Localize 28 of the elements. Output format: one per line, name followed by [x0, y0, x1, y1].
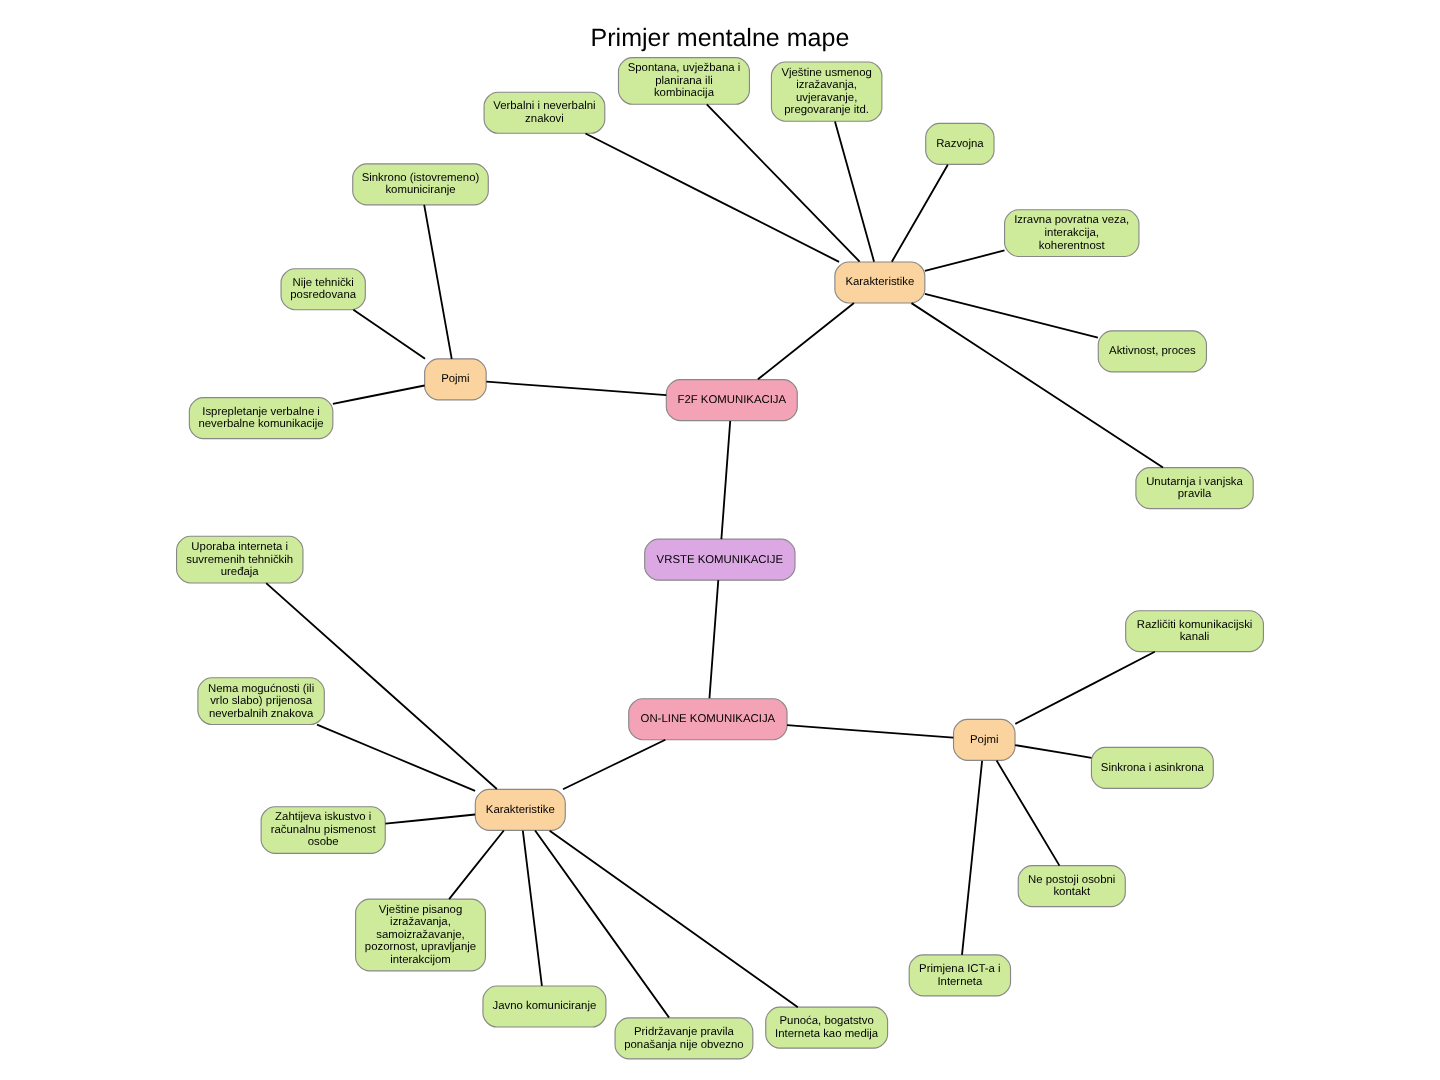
- connector: [485, 380, 668, 397]
- connector: [1014, 744, 1093, 759]
- connector: [720, 420, 732, 540]
- connector: [548, 829, 799, 1009]
- connector: [923, 292, 1099, 339]
- connector: [890, 163, 949, 263]
- connector: [708, 579, 720, 700]
- connector: [705, 103, 861, 263]
- connector: [584, 132, 840, 263]
- connector: [995, 759, 1061, 867]
- connector: [757, 302, 855, 381]
- connector: [786, 724, 955, 739]
- connector: [834, 120, 875, 263]
- connector: [352, 308, 426, 360]
- connector: [423, 203, 453, 360]
- connector: [562, 738, 667, 791]
- connector: [265, 582, 498, 790]
- connector: [331, 384, 426, 405]
- connector: [384, 813, 476, 825]
- connector: [316, 723, 477, 792]
- connector: [448, 829, 505, 900]
- connector: [923, 249, 1006, 272]
- connector: [1014, 650, 1156, 725]
- connector: [961, 759, 983, 956]
- connector: [521, 829, 543, 987]
- connector: [910, 302, 1164, 469]
- diagram-title: Primjer mentalne mape: [590, 23, 850, 52]
- connector: [534, 829, 670, 1019]
